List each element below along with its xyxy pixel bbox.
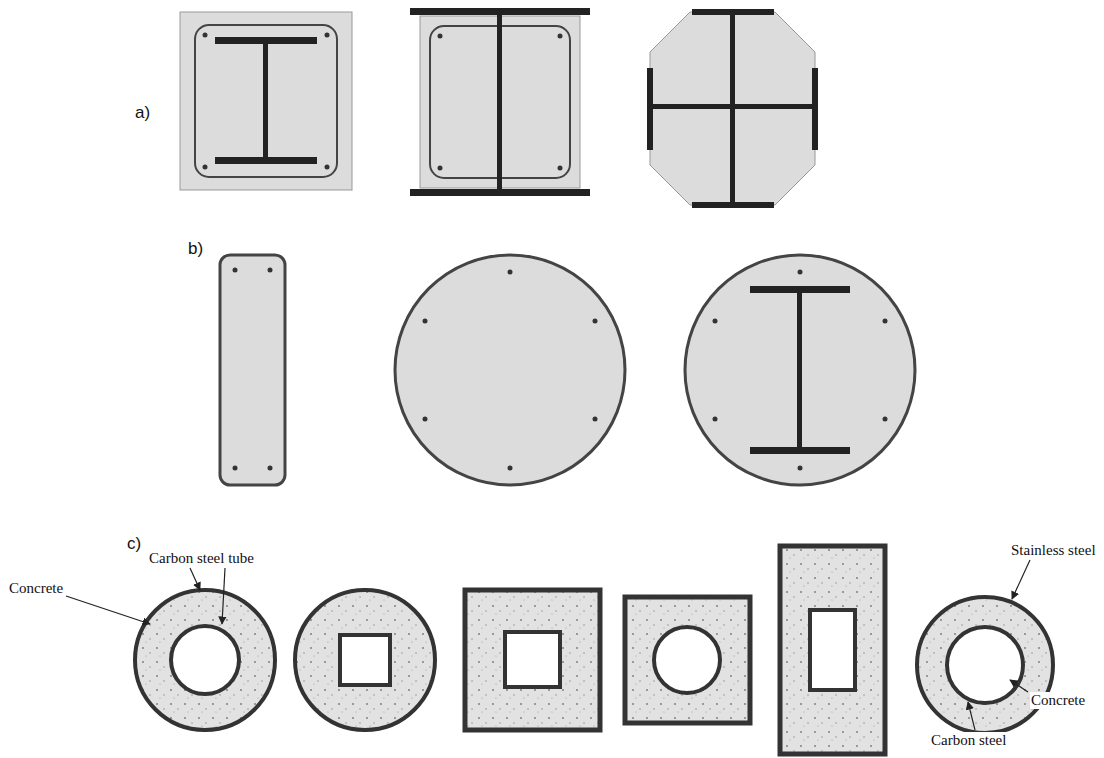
circular-rc-section xyxy=(395,255,625,485)
cfdst-square-circle xyxy=(625,597,750,723)
row-label: c) xyxy=(127,535,141,554)
part-label: Concrete xyxy=(1030,692,1086,709)
leader-lines xyxy=(66,560,1030,730)
cfdst-circle-circle xyxy=(135,590,275,730)
cfdst-square-square xyxy=(465,590,600,730)
cruciform-section xyxy=(647,9,818,208)
cfdst-circle-square xyxy=(295,590,435,730)
part-label: Concrete xyxy=(8,580,64,597)
cfdst-stainless-carbon xyxy=(917,597,1053,733)
row-label: b) xyxy=(188,240,203,259)
cfdst-rect-rect xyxy=(780,546,885,754)
part-label: Carbon steel xyxy=(930,732,1007,749)
part-label: Stainless steel xyxy=(1010,542,1097,559)
part-label: Carbon steel tube xyxy=(148,550,255,567)
encased-i-section xyxy=(180,12,352,190)
row-label: a) xyxy=(135,104,150,123)
partially-encased-section xyxy=(410,8,590,196)
circular-encased-i-section xyxy=(685,255,915,485)
rectangular-rc-section xyxy=(220,255,285,485)
